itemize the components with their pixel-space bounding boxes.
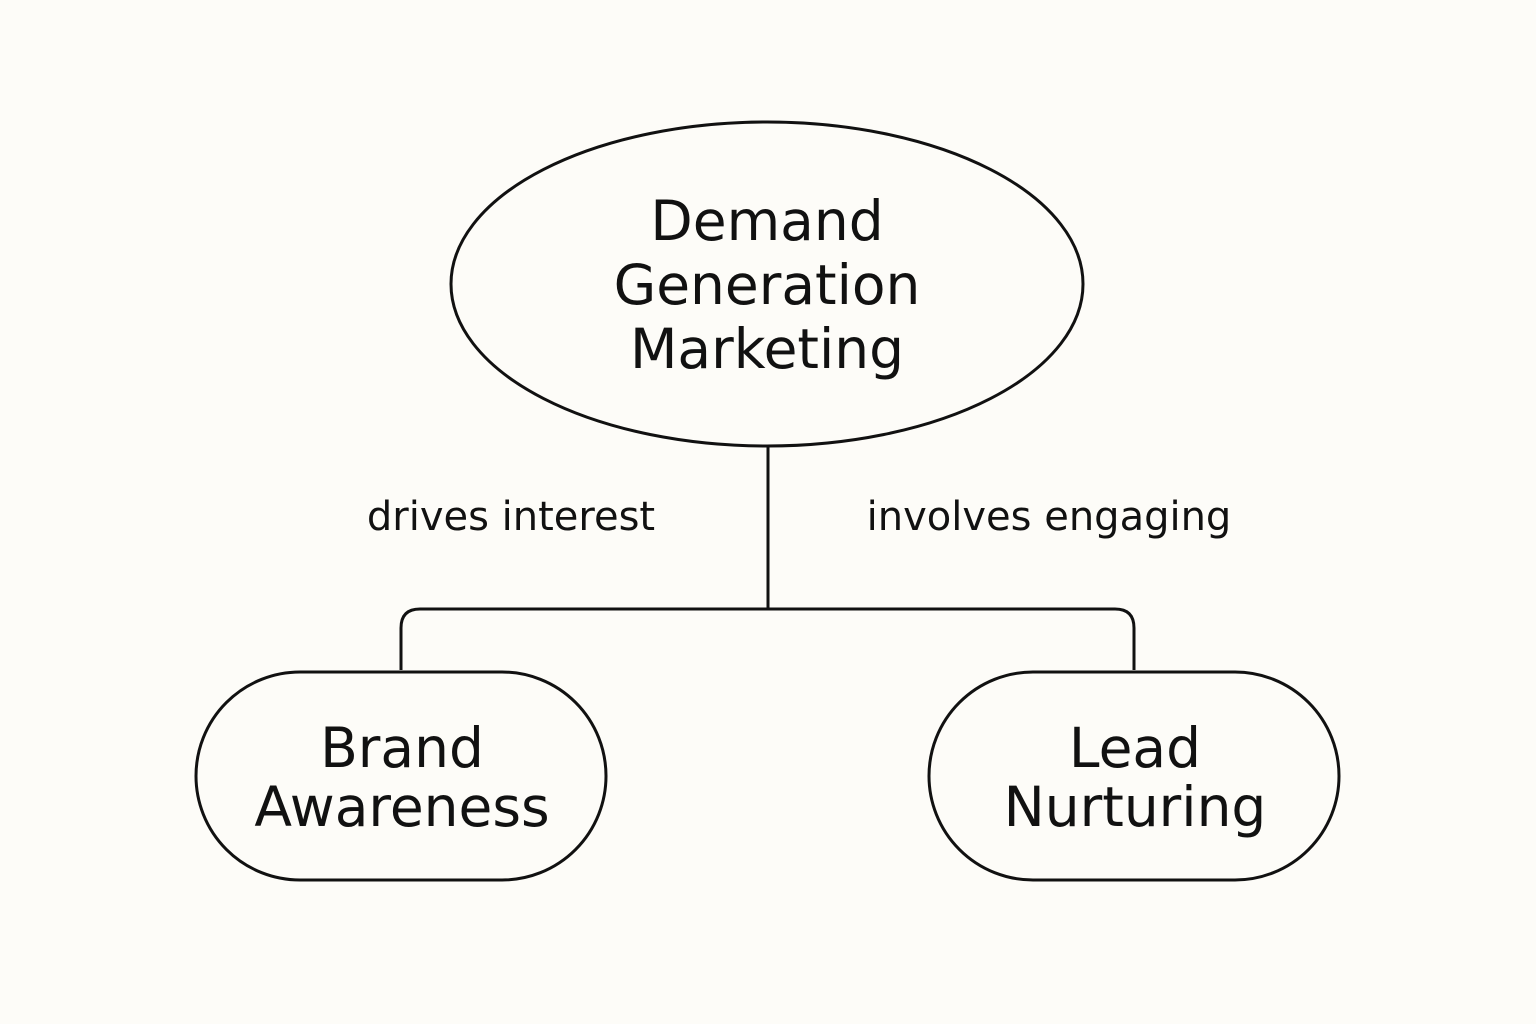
root-node-shape xyxy=(449,120,1085,448)
child-node-lead-nurturing: Lead Nurturing xyxy=(927,670,1341,882)
child-node-lead-nurturing-shape xyxy=(927,670,1341,882)
child-node-brand-awareness: Brand Awareness xyxy=(194,670,608,882)
root-node: Demand Generation Marketing xyxy=(449,120,1085,448)
root-node-line-3: Marketing xyxy=(630,317,904,381)
root-node-line-2: Generation xyxy=(614,253,921,317)
root-node-line-1: Demand xyxy=(650,189,883,253)
branch-connector xyxy=(399,607,1136,670)
child-node-brand-awareness-line-2: Awareness xyxy=(254,775,549,839)
child-node-brand-awareness-line-1: Brand xyxy=(320,716,484,780)
edge-label-left: drives interest xyxy=(367,494,655,540)
child-node-brand-awareness-shape xyxy=(194,670,608,882)
edge-label-right: involves engaging xyxy=(867,494,1232,540)
child-node-lead-nurturing-line-2: Nurturing xyxy=(1004,775,1267,839)
child-node-lead-nurturing-line-1: Lead xyxy=(1069,716,1201,780)
